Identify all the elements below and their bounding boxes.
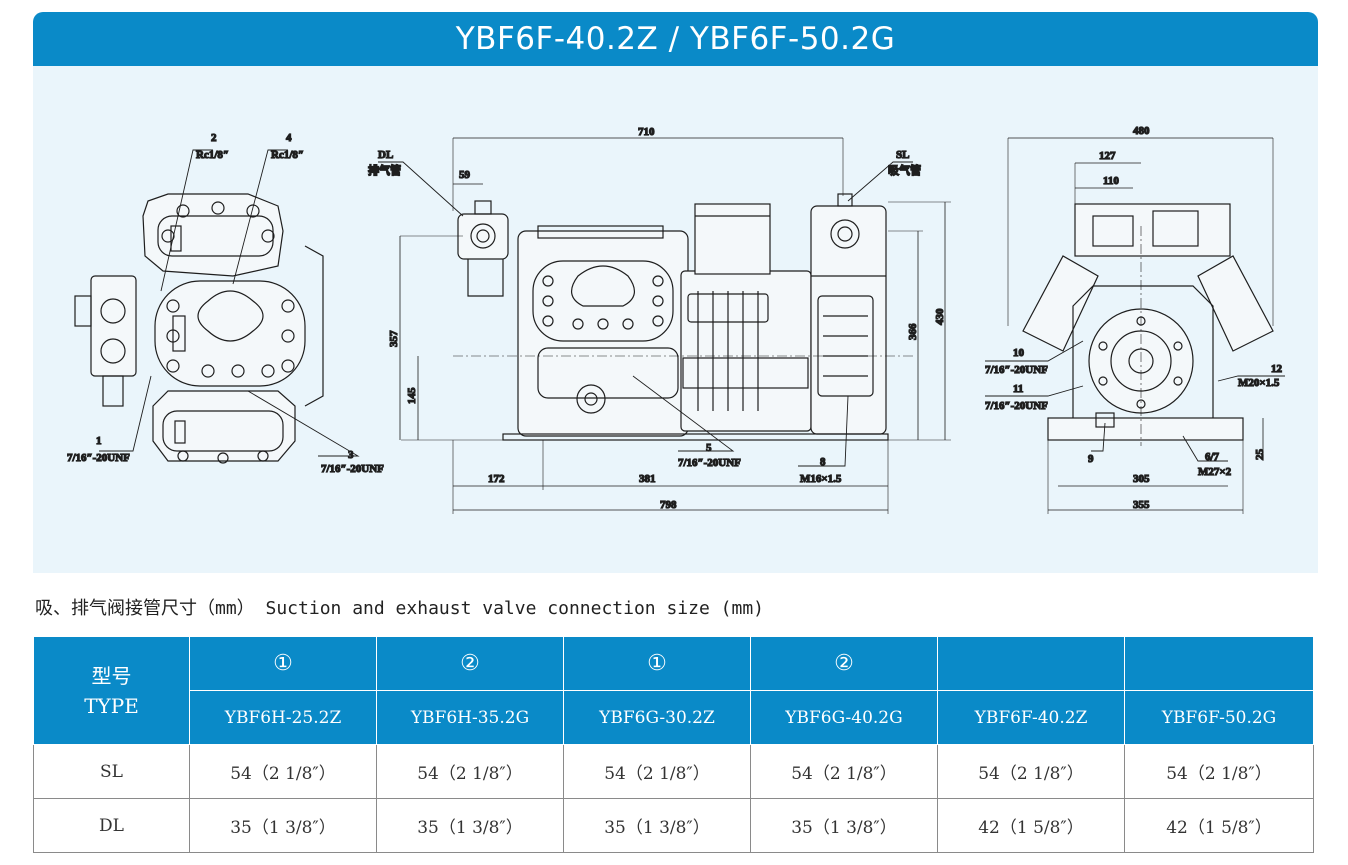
page-header: YBF6F-40.2Z / YBF6F-50.2G <box>33 12 1318 66</box>
dim-127: 127 <box>1099 150 1116 162</box>
dl-cn-label: 排气管 <box>368 163 401 177</box>
sl-cn-label: 吸气管 <box>888 163 921 177</box>
dim-25: 25 <box>1254 449 1266 461</box>
type-header-cn: 型号 <box>91 663 132 688</box>
end-view: 480 127 110 305 355 25 10 7/16″-20UNF 11… <box>984 124 1285 514</box>
callout-1-text: 7/16″-20UNF <box>67 452 130 464</box>
table-cell: 54（2 1/8″） <box>563 744 751 799</box>
dim-798: 798 <box>660 499 677 511</box>
callout-1-number: 1 <box>96 435 102 447</box>
dl-label: DL <box>378 149 393 161</box>
callout-12-number: 12 <box>1271 363 1283 375</box>
callout-9-number: 9 <box>1088 453 1094 465</box>
callout-5-number: 5 <box>706 442 712 454</box>
table-cell: 54（2 1/8″） <box>376 744 564 799</box>
callout-8-number: 8 <box>820 456 826 468</box>
table-cell: 35（1 3/8″） <box>376 798 564 853</box>
callout-10-text: 7/16″-20UNF <box>985 364 1048 376</box>
callout-2-number: 2 <box>211 132 217 144</box>
technical-drawing-panel: 2 Rc1/8″ 4 Rc1/8″ 1 7/16″-20UNF 3 7/16″-… <box>33 66 1318 573</box>
group-header: ① <box>563 636 751 691</box>
callout-4-text: Rc1/8″ <box>271 149 304 161</box>
dim-305: 305 <box>1133 473 1150 485</box>
callout-12-text: M20×1.5 <box>1238 377 1280 389</box>
dim-59: 59 <box>459 169 471 181</box>
dim-430: 430 <box>934 308 946 325</box>
callout-3-number: 3 <box>348 449 354 461</box>
model-header: YBF6G-30.2Z <box>563 690 751 745</box>
dim-366: 366 <box>907 323 919 340</box>
callout-2-text: Rc1/8″ <box>196 149 229 161</box>
table-cell: 42（1 5/8″） <box>937 798 1125 853</box>
table-cell: 42（1 5/8″） <box>1124 798 1314 853</box>
type-header-en: TYPE <box>84 693 139 718</box>
sl-label: SL <box>896 149 909 161</box>
dim-357: 357 <box>388 330 400 347</box>
model-header: YBF6F-50.2G <box>1124 690 1314 745</box>
model-header: YBF6H-35.2G <box>376 690 564 745</box>
table-cell: 35（1 3/8″） <box>563 798 751 853</box>
dim-710: 710 <box>638 126 655 138</box>
model-header: YBF6F-40.2Z <box>937 690 1125 745</box>
side-view: 710 59 357 145 366 430 172 381 798 <box>367 125 951 514</box>
callout-11-text: 7/16″-20UNF <box>985 400 1048 412</box>
model-header: YBF6H-25.2Z <box>189 690 377 745</box>
table-row: DL 35（1 3/8″） 35（1 3/8″） 35（1 3/8″） 35（1… <box>33 798 1314 853</box>
model-header: YBF6G-40.2G <box>750 690 938 745</box>
type-header-cell: 型号 TYPE <box>33 636 190 745</box>
connection-size-table: 型号 TYPE ① ② ① ② YBF6H-25.2Z YBF6H-35.2G … <box>33 636 1314 853</box>
table-cell: 35（1 3/8″） <box>189 798 377 853</box>
callout-5-text: 7/16″-20UNF <box>678 457 741 469</box>
table-cell: 35（1 3/8″） <box>750 798 938 853</box>
table-row: SL 54（2 1/8″） 54（2 1/8″） 54（2 1/8″） 54（2… <box>33 744 1314 799</box>
group-header <box>1124 636 1314 691</box>
callout-8-text: M16×1.5 <box>800 473 842 485</box>
left-view: 2 Rc1/8″ 4 Rc1/8″ 1 7/16″-20UNF 3 7/16″-… <box>66 131 384 475</box>
dim-480: 480 <box>1133 125 1150 137</box>
dim-172: 172 <box>488 473 505 485</box>
group-header: ② <box>376 636 564 691</box>
group-header: ① <box>189 636 377 691</box>
page-title: YBF6F-40.2Z / YBF6F-50.2G <box>455 21 896 57</box>
dim-381: 381 <box>639 473 656 485</box>
row-label: DL <box>33 798 190 853</box>
callout-4-number: 4 <box>286 132 292 144</box>
group-header <box>937 636 1125 691</box>
dim-355: 355 <box>1133 499 1150 511</box>
group-header: ② <box>750 636 938 691</box>
callout-11-number: 11 <box>1013 383 1023 395</box>
callout-3-text: 7/16″-20UNF <box>321 463 384 475</box>
table-cell: 54（2 1/8″） <box>1124 744 1314 799</box>
table-caption: 吸、排气阀接管尺寸（mm） Suction and exhaust valve … <box>35 598 765 619</box>
callout-10-number: 10 <box>1013 347 1025 359</box>
technical-drawing: 2 Rc1/8″ 4 Rc1/8″ 1 7/16″-20UNF 3 7/16″-… <box>66 124 1285 514</box>
table-cell: 54（2 1/8″） <box>750 744 938 799</box>
row-label: SL <box>33 744 190 799</box>
callout-6-7-text: M27×2 <box>1198 466 1232 478</box>
dim-145: 145 <box>406 387 418 404</box>
table-cell: 54（2 1/8″） <box>189 744 377 799</box>
table-cell: 54（2 1/8″） <box>937 744 1125 799</box>
dim-110: 110 <box>1103 175 1119 187</box>
callout-6-7-number: 6/7 <box>1205 451 1220 463</box>
